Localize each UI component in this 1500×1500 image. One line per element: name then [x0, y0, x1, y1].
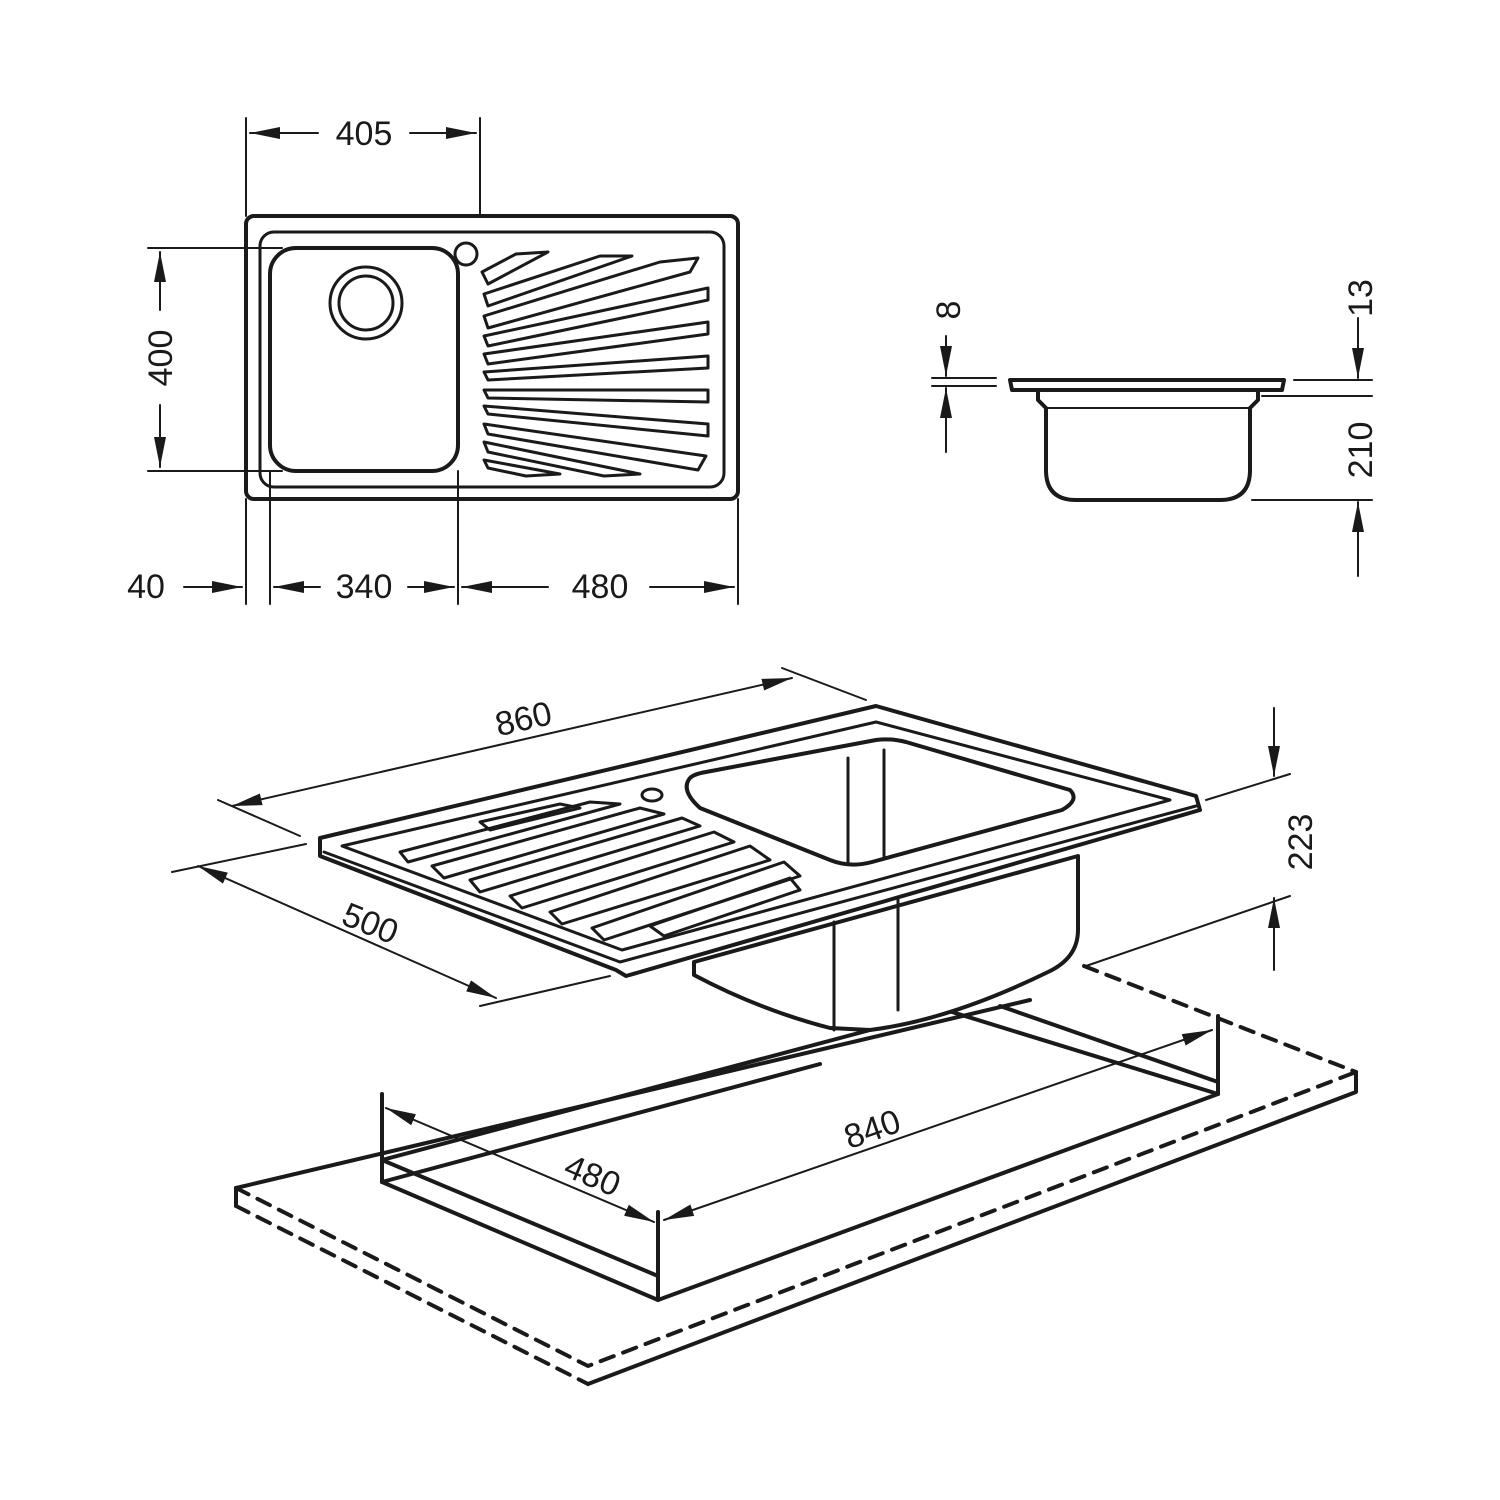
dim-400-label: 400 [142, 330, 180, 387]
tap-hole-icon [453, 241, 479, 267]
countertop: 840 480 [234, 964, 1358, 1386]
dim-480-cutout-label: 480 [559, 1147, 626, 1204]
top-view: 405 400 40 340 480 [127, 115, 740, 606]
top-view-extension-lines [147, 117, 739, 605]
dim-210-label: 210 [1342, 422, 1380, 479]
cutout-back-edge [380, 1028, 872, 1162]
cutout-right-edge-inner [998, 1004, 1220, 1084]
top-view-bowl [268, 246, 460, 473]
side-view-bowl [1036, 388, 1260, 502]
dim-40-label: 40 [127, 568, 165, 606]
dim-340-label: 340 [336, 568, 393, 606]
dim-bottom-row: 40 340 480 [127, 568, 735, 606]
dim-223-label: 223 [1282, 814, 1320, 871]
dim-860-label: 860 [492, 694, 556, 744]
dim-8: 8 [930, 301, 997, 453]
side-view: 8 13 210 [930, 279, 1380, 577]
top-view-inner-rim [258, 230, 726, 489]
drainer-ribs [480, 250, 710, 478]
dim-405-label: 405 [336, 115, 393, 153]
dim-13-label: 13 [1342, 279, 1380, 317]
countertop-right-edge [586, 1070, 1358, 1386]
countertop-dashed-left [234, 1204, 590, 1386]
side-view-rim [1008, 378, 1286, 392]
cutout-right-edge [950, 1010, 1220, 1096]
dim-8-label: 8 [930, 301, 968, 320]
dim-223: 223 [1085, 707, 1320, 971]
iso-bowl-body [692, 854, 1080, 1032]
dim-480-top-label: 480 [572, 568, 629, 606]
iso-sink: 860 500 223 [171, 667, 1320, 1032]
dim-13-210: 13 210 [1251, 279, 1380, 577]
drain-inner-icon [337, 274, 395, 332]
drain-icon [328, 265, 404, 341]
dim-840-label: 840 [839, 1102, 905, 1156]
dim-500-label: 500 [337, 896, 404, 952]
dim-405: 405 [249, 115, 477, 153]
dim-400: 400 [142, 251, 180, 468]
top-view-outer-outline [244, 214, 740, 501]
